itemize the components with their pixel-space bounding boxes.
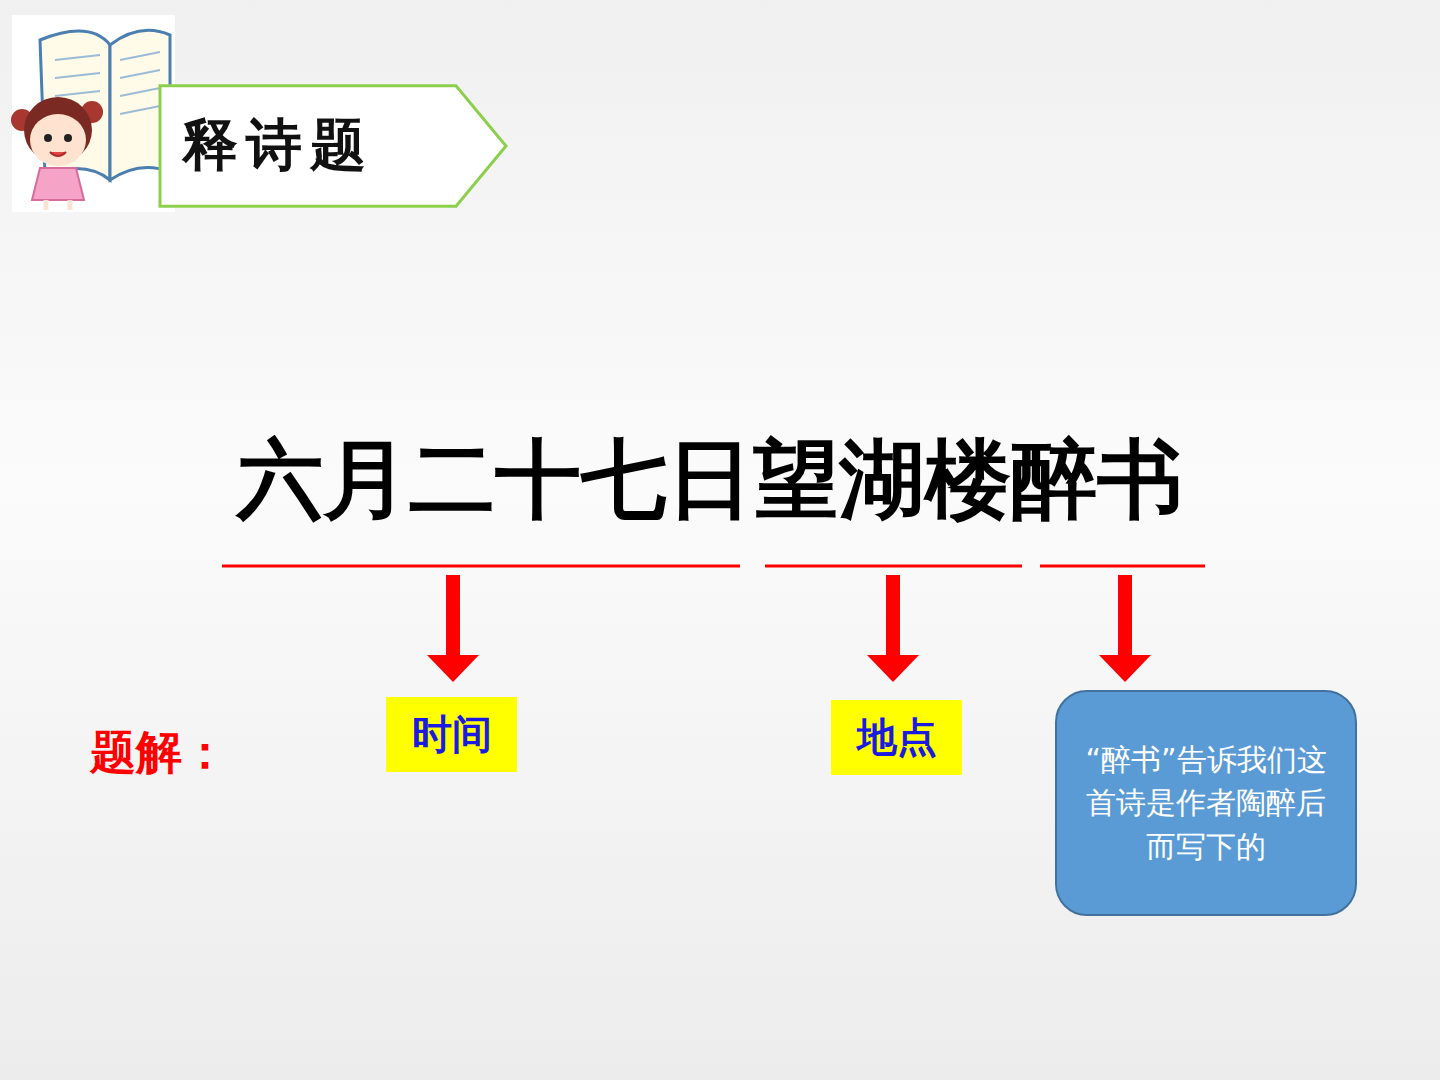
node-text: 地点 xyxy=(857,710,937,765)
section-label: 题解： xyxy=(90,722,228,784)
slide-title: 六月二十七日望湖楼醉书 xyxy=(0,428,1430,531)
girl-book-illustration xyxy=(11,15,175,212)
time-box: 时间 xyxy=(386,697,517,772)
title-underline xyxy=(222,565,1205,568)
title-banner: 释诗题 xyxy=(160,84,508,208)
node-text: 释诗题 xyxy=(182,108,374,184)
node-text: “醉书”告诉我们这首诗是作者陶醉后而写下的 xyxy=(1077,738,1335,869)
explain-box: “醉书”告诉我们这首诗是作者陶醉后而写下的 xyxy=(1055,690,1357,916)
place-box: 地点 xyxy=(831,700,962,775)
node-text: 时间 xyxy=(412,707,492,762)
red-arrow xyxy=(427,575,1151,682)
